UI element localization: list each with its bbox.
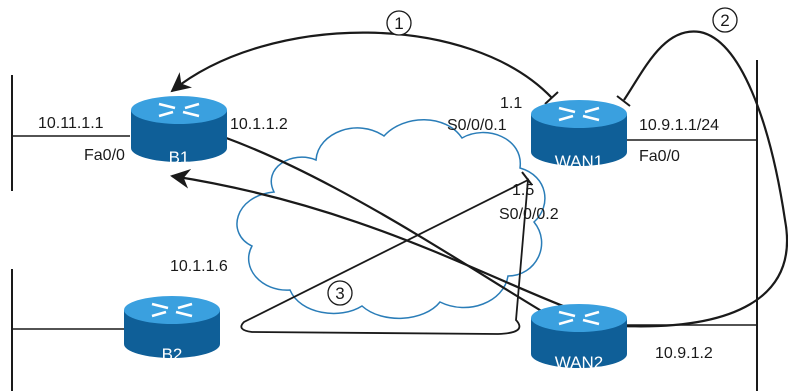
wan1-sub2-intf: S0/0/0.2 bbox=[499, 206, 559, 223]
router-wan2-label: WAN2 bbox=[555, 353, 604, 372]
arrow-1 bbox=[170, 31, 553, 99]
router-b1[interactable]: B1 bbox=[131, 96, 227, 167]
router-b2-label: B2 bbox=[162, 345, 183, 364]
svg-text:3: 3 bbox=[335, 284, 344, 303]
wan1-sub1-ip: 1.1 bbox=[500, 95, 522, 112]
pvc-end-s0-0-0-2 bbox=[521, 171, 533, 186]
b2-wan-ip: 10.1.1.6 bbox=[170, 258, 228, 275]
router-b1-label: B1 bbox=[169, 148, 190, 167]
router-wan1-label: WAN1 bbox=[555, 152, 604, 171]
router-wan2[interactable]: WAN2 bbox=[531, 304, 627, 372]
router-wan1[interactable]: WAN1 bbox=[531, 100, 627, 171]
b1-lan-ip: 10.11.1.1 bbox=[38, 115, 104, 132]
router-b2[interactable]: B2 bbox=[124, 296, 220, 364]
b1-lan-intf: Fa0/0 bbox=[84, 147, 125, 164]
wan1-lan-ip: 10.9.1.1/24 bbox=[639, 117, 719, 134]
pvc-3 bbox=[240, 178, 530, 335]
svg-text:1: 1 bbox=[394, 14, 403, 33]
arrow-1-tail bbox=[544, 91, 559, 105]
callout-3: 3 bbox=[327, 280, 353, 306]
arrow-2 bbox=[621, 30, 788, 328]
wan1-sub1-intf: S0/0/0.1 bbox=[447, 117, 507, 134]
b1-wan-ip: 10.1.1.2 bbox=[230, 116, 288, 133]
svg-text:2: 2 bbox=[720, 11, 729, 30]
callout-1: 1 bbox=[386, 10, 412, 36]
wan2-lan-ip: 10.9.1.2 bbox=[655, 345, 713, 362]
wan1-sub2-ip: 1.5 bbox=[512, 182, 534, 199]
wan1-lan-intf: Fa0/0 bbox=[639, 148, 680, 165]
callout-2: 2 bbox=[712, 7, 738, 33]
arrow-2-tail bbox=[616, 95, 631, 107]
